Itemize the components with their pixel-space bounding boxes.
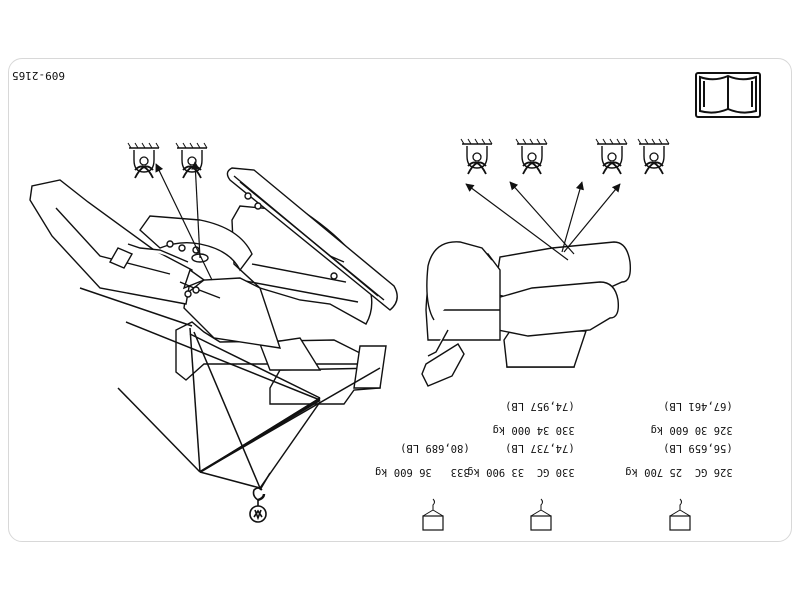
machine-top-view [421,241,632,387]
page-frame [8,58,792,542]
tie-down-lug-icon [460,138,670,175]
book-open-icon [695,72,761,118]
lift-point-arrows-iso-view [155,161,213,281]
hanging-load-icon [422,498,691,531]
lifting-slings [79,287,381,491]
crane-hook-icon [249,487,267,523]
lift-point-arrows-top-view [465,181,621,261]
machine-iso-view [29,167,398,405]
